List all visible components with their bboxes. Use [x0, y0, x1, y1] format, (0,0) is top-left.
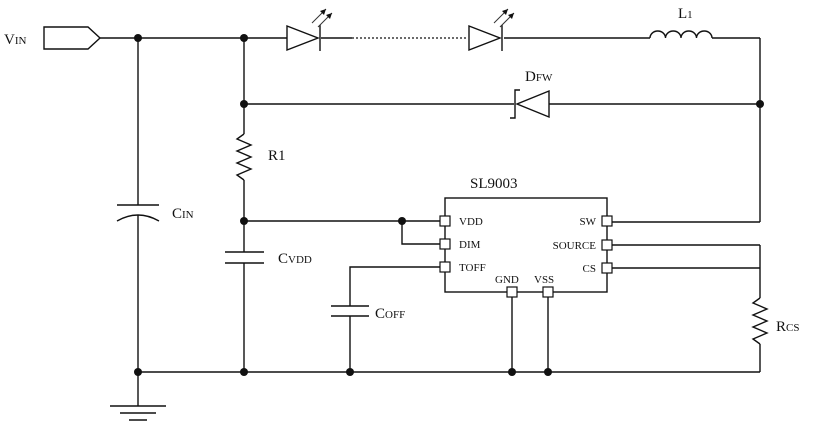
- pin-vdd-label: VDD: [459, 216, 483, 228]
- top-rail: [100, 37, 761, 222]
- pin-sw: [601, 215, 613, 227]
- capacitor-coff: COFF: [331, 266, 440, 372]
- ic-sl9003: SL9003 VDD DIM TOFF GND VSS SW SOURCE CS: [439, 176, 613, 298]
- led-1-anode-triangle: [286, 24, 320, 52]
- led-n-light-arrows-icon: [493, 8, 515, 28]
- resistor-r1: R1: [235, 38, 286, 252]
- dfw-schottky-cathode: [510, 89, 520, 119]
- led-1: [286, 8, 333, 52]
- pin-sw-label: SW: [580, 216, 597, 228]
- led-n: [468, 8, 515, 52]
- pin-gnd-label: GND: [495, 274, 519, 286]
- pin-vss: [542, 286, 554, 298]
- capacitor-cvdd: CVDD: [225, 251, 312, 372]
- led-n-anode-triangle: [468, 24, 502, 52]
- junction-dot: [756, 100, 764, 108]
- junction-dot: [240, 217, 248, 225]
- led-1-light-arrows-icon: [311, 8, 333, 28]
- vin-terminal-shape: [43, 26, 102, 50]
- pin-source: [601, 239, 613, 251]
- pin-cs: [601, 262, 613, 274]
- vin-terminal: VIN: [4, 26, 102, 50]
- vdd-wiring: [244, 220, 440, 245]
- ground-rail: [137, 371, 760, 406]
- ic-name: SL9003: [470, 176, 518, 192]
- diode-dfw: DFW: [244, 69, 760, 119]
- pin-toff-label: TOFF: [459, 262, 486, 274]
- junction-dot: [544, 368, 552, 376]
- cin-label: CIN: [172, 206, 194, 222]
- inductor-coil: [649, 30, 713, 39]
- pin-cs-label: CS: [583, 263, 596, 275]
- junction-dot: [398, 217, 406, 225]
- coff-label: COFF: [375, 306, 405, 322]
- junction-dot: [346, 368, 354, 376]
- cvdd-label: CVDD: [278, 251, 312, 267]
- l1-label: L1: [678, 6, 693, 22]
- junction-dot: [134, 368, 142, 376]
- r1-label: R1: [268, 148, 286, 164]
- rcs-zigzag: [751, 297, 769, 345]
- r1-zigzag: [235, 133, 253, 181]
- junction-dots: [134, 34, 764, 376]
- resistor-rcs: RCS: [751, 297, 799, 372]
- junction-dot: [134, 34, 142, 42]
- vin-label: VIN: [4, 32, 27, 48]
- pin-toff: [439, 261, 451, 273]
- rcs-label: RCS: [776, 319, 799, 335]
- gnd-vss-wiring: [511, 297, 549, 372]
- pin-vss-label: VSS: [534, 274, 554, 286]
- inductor-l1: L1: [649, 6, 713, 39]
- junction-dot: [240, 100, 248, 108]
- junction-dot: [240, 34, 248, 42]
- junction-dot: [240, 368, 248, 376]
- source-cs-wiring: [612, 244, 761, 298]
- dfw-label: DFW: [525, 69, 553, 85]
- pin-dim: [439, 238, 451, 250]
- pin-gnd: [506, 286, 518, 298]
- ground-icon: [110, 405, 166, 421]
- capacitor-cin: CIN: [116, 38, 194, 372]
- pin-source-label: SOURCE: [553, 240, 597, 252]
- junction-dot: [508, 368, 516, 376]
- pin-vdd: [439, 215, 451, 227]
- dfw-triangle: [515, 89, 550, 119]
- pin-dim-label: DIM: [459, 239, 481, 251]
